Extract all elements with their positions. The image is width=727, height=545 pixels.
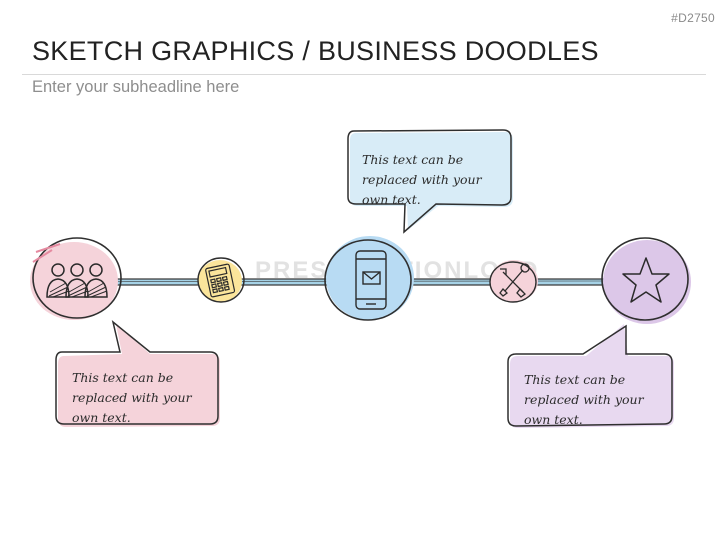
bubble-text-top: This text can be replaced with your own … bbox=[362, 152, 482, 207]
page-subtitle: Enter your subheadline here bbox=[32, 78, 240, 96]
slide-id: #D2750 bbox=[671, 11, 715, 25]
calculator-node bbox=[197, 257, 245, 303]
speech-bubble-left bbox=[55, 320, 220, 427]
smartphone-mail-icon bbox=[355, 250, 387, 310]
title-divider bbox=[22, 74, 706, 75]
speech-bubble-top bbox=[347, 129, 513, 234]
tools-icon bbox=[499, 263, 530, 298]
people-icon bbox=[46, 263, 108, 298]
people-node bbox=[30, 237, 122, 320]
star-icon bbox=[622, 257, 670, 303]
bubble-text-left: This text can be replaced with your own … bbox=[72, 370, 192, 425]
bubble-text-right: This text can be replaced with your own … bbox=[524, 372, 644, 427]
page-title: SKETCH GRAPHICS / BUSINESS DOODLES bbox=[32, 36, 599, 66]
calculator-icon bbox=[205, 263, 236, 298]
star-node bbox=[601, 237, 691, 324]
smartphone-node bbox=[324, 236, 414, 321]
tools-node bbox=[489, 260, 538, 303]
speech-bubble-right bbox=[507, 324, 674, 428]
